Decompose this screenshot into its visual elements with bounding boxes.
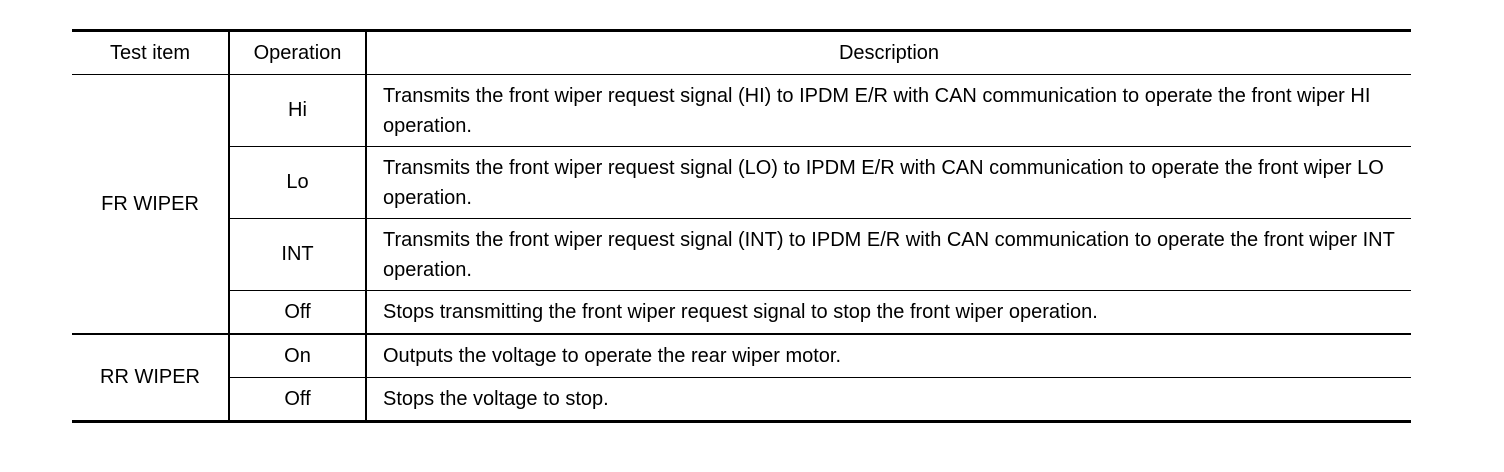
operation-cell: Hi [228,74,367,147]
table-header: Test item Operation Description [72,30,1411,75]
test-item-fr-wiper: FR WIPER [72,74,230,335]
description-cell: Transmits the front wiper request signal… [365,74,1411,147]
description-cell: Transmits the front wiper request signal… [365,218,1411,291]
header-row: Test item Operation Description [72,30,1411,75]
operation-cell: Off [228,377,367,423]
description-cell: Stops transmitting the front wiper reque… [365,290,1411,335]
header-operation: Operation [228,30,367,75]
operation-cell: Lo [228,146,367,219]
table-body: FR WIPER Hi Transmits the front wiper re… [72,74,1411,423]
table-row: INT Transmits the front wiper request si… [72,218,1411,291]
description-cell: Outputs the voltage to operate the rear … [365,333,1411,378]
header-description: Description [365,30,1411,75]
test-item-rr-wiper: RR WIPER [72,333,230,423]
table-row: Lo Transmits the front wiper request sig… [72,146,1411,219]
operation-cell: On [228,333,367,378]
description-cell: Stops the voltage to stop. [365,377,1411,423]
table-row: Off Stops transmitting the front wiper r… [72,290,1411,335]
operation-cell: INT [228,218,367,291]
table-row: Off Stops the voltage to stop. [72,377,1411,423]
active-test-table: Test item Operation Description FR WIPER… [72,29,1411,423]
table-row: FR WIPER Hi Transmits the front wiper re… [72,74,1411,335]
operation-cell: Off [228,290,367,335]
table-row: RR WIPER On Outputs the voltage to opera… [72,333,1411,423]
header-test-item: Test item [72,30,230,75]
description-cell: Transmits the front wiper request signal… [365,146,1411,219]
